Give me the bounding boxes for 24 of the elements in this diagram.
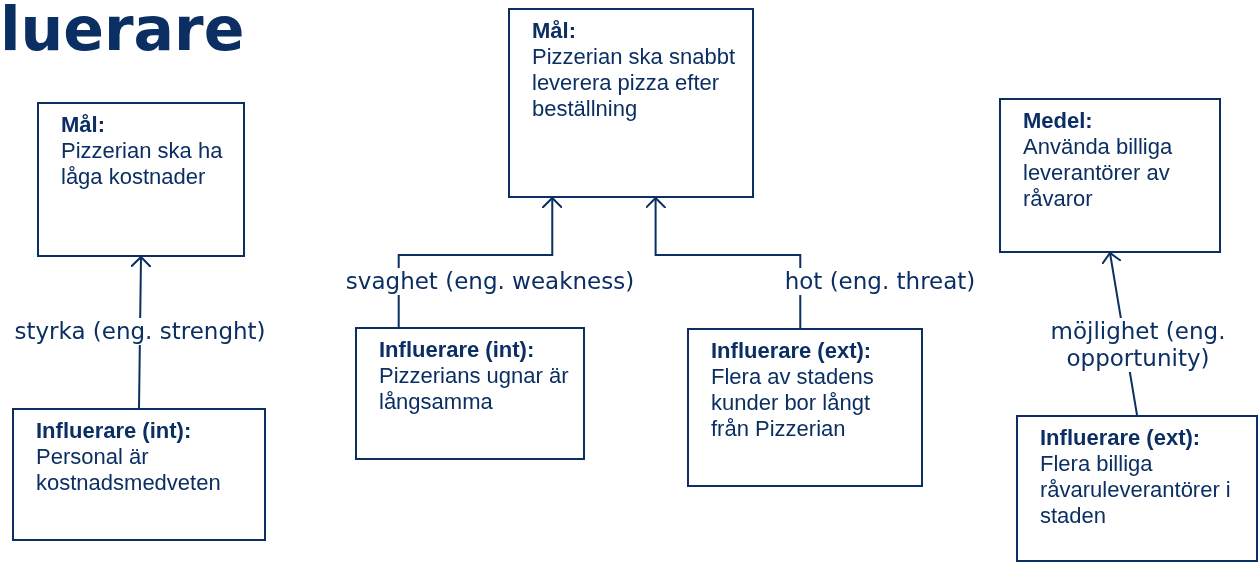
text-box — [37, 102, 245, 257]
box-text: Flera billiga råvaruleverantörer i staden — [1040, 451, 1232, 529]
box-heading: Mål: — [61, 112, 106, 138]
text-box — [687, 328, 923, 487]
arrow — [644, 197, 802, 329]
box-text: Pizzerian ska snabbt leverera pizza efter beställning — [532, 44, 736, 122]
box-heading: Medel: — [1023, 108, 1094, 134]
box-text: Pizzerians ugnar är långsamma — [379, 363, 570, 415]
text-box — [355, 327, 585, 460]
text-box — [508, 8, 754, 198]
box-text: Använda billiga leverantörer av råvaror — [1023, 134, 1174, 212]
text-box — [999, 98, 1221, 253]
box-heading: Influerare (ext): — [1040, 425, 1202, 451]
box-heading: Influerare (int): — [379, 337, 536, 363]
arrow — [397, 197, 564, 328]
title: luerare — [0, 0, 245, 64]
box-text: Flera av stadens kunder bor långt från Pizzerian — [711, 364, 875, 442]
box-text: Personal är kostnadsmedveten — [36, 444, 222, 496]
box-heading: Mål: — [532, 18, 577, 44]
box-heading: Influerare (ext): — [711, 338, 873, 364]
text-box — [12, 408, 266, 541]
box-heading: Influerare (int): — [36, 418, 193, 444]
text-box — [1016, 415, 1258, 562]
box-text: Pizzerian ska ha låga kostnader — [61, 138, 224, 190]
